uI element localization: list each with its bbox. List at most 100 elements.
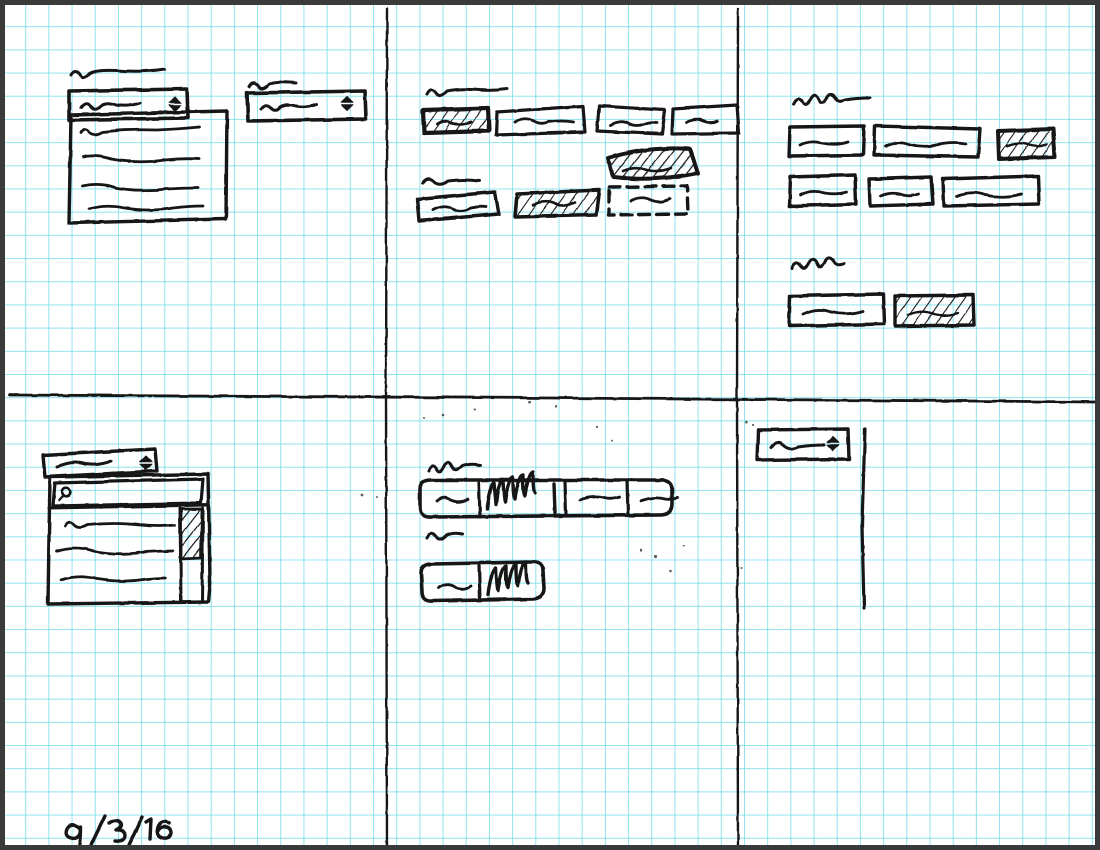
scrollbar-thumb[interactable] [181,508,203,560]
chip-4-label-squiggle [685,117,719,124]
listbox-item[interactable] [69,148,227,173]
result-item-1 [63,520,177,529]
listbox-panel[interactable] [69,120,227,223]
segment-button[interactable] [421,562,480,601]
chip-6-selected [513,188,601,219]
label-squiggle-select-open [69,67,167,80]
listbox-item-2 [81,154,201,164]
tag[interactable] [873,125,981,158]
tag-8-label-squiggle [906,310,960,317]
tag-2 [872,124,982,159]
listbox-item[interactable] [69,173,227,199]
result-item[interactable] [49,566,179,596]
segment2-divider [477,564,482,602]
searchable-select-panel [46,472,212,606]
magnifier-icon[interactable] [59,484,75,502]
segment-button[interactable] [628,479,673,517]
chip-1-selected [420,105,492,136]
segmented-control-1 [418,478,674,519]
select-open-value-squiggle [79,101,142,111]
select-collapsed-box [245,89,368,123]
label-squiggle-segmented-2 [425,531,465,542]
listbox-item-1 [79,125,202,136]
tag-8-selected [893,293,976,328]
searchable-select-control [41,447,159,479]
segment-3-label-squiggle [578,495,622,502]
tag[interactable] [788,293,885,327]
segment-button[interactable] [566,479,628,517]
tag-4 [787,173,858,208]
listbox-panel [67,109,229,225]
chip-6-label-squiggle [531,200,577,207]
chip-1-hatched-fill [423,108,489,133]
segment-divider-2 [563,480,568,517]
search-input-box [51,477,205,508]
segment-4-label-squiggle [639,496,679,503]
chip-1-label-squiggle [435,119,473,126]
tag[interactable] [868,176,934,206]
chip[interactable] [671,104,739,134]
datestamp: 9/8/16 [60,811,170,845]
tag-1 [787,124,866,158]
result-item[interactable] [49,510,179,538]
tag-selected[interactable] [894,294,975,327]
label-squiggle-tag-group-1 [792,92,872,106]
chip-2 [494,104,587,137]
search-input[interactable] [53,478,204,507]
chip-7-label-squiggle [629,196,672,204]
vertical-divider-right [735,7,740,845]
segment2-2-selected-scribble [486,560,530,597]
tag-2-label-squiggle [884,141,968,149]
stepper-updown-icon[interactable] [169,93,191,117]
magnifier-icon [57,486,72,502]
searchable-select-control[interactable] [43,448,158,478]
result-item[interactable] [49,538,179,566]
select-collapsed-value-squiggle [259,102,319,112]
tag-6-label-squiggle [955,191,1023,199]
chip-2-label-squiggle [513,117,576,125]
tag[interactable] [942,175,1040,206]
chip-3 [595,104,667,136]
listbox-item-4 [87,204,205,212]
segment2-1-label-squiggle [437,583,473,591]
label-squiggle-chip-row-1 [425,87,509,98]
select-collapsed[interactable] [247,91,367,121]
chip[interactable] [495,106,585,135]
tag[interactable] [788,174,857,206]
searchable-select-value-squiggle [55,459,113,469]
chip[interactable] [597,105,665,134]
tag-8-hatched-fill [895,295,974,326]
select-open-box [67,87,190,122]
result-item-3 [59,575,167,583]
segment-button[interactable] [420,479,480,517]
ink-speckles [360,400,755,573]
datestamp-ink [64,814,173,845]
label-squiggle-select-collapsed [247,80,298,91]
tag-4-label-squiggle [798,190,849,197]
dragged-chip-ghost[interactable] [606,147,700,183]
segment-button-selected[interactable] [480,479,566,517]
tag-3-selected [996,127,1057,161]
tag-7 [787,292,886,328]
dragged-chip-ghost-fill [608,148,698,179]
tag-selected[interactable] [997,128,1056,160]
scrollbar-thumb-fill [181,509,202,559]
chip[interactable] [417,191,499,222]
tag-5-label-squiggle [879,191,921,198]
dragged-chip-ghost [606,146,700,181]
listbox-item[interactable] [69,124,227,148]
segment-button-selected[interactable] [480,562,544,601]
search-panel-divider [47,503,211,510]
listbox-item[interactable] [69,199,227,223]
segment-divider-1 [477,481,482,519]
chip-selected[interactable] [514,189,600,218]
chip-selected[interactable] [423,108,490,133]
stepper-updown-icon[interactable] [825,434,847,456]
chip-drop-target[interactable] [608,185,689,216]
horizontal-divider [7,393,1095,404]
ink-drawing-layer [7,7,1095,845]
tag-7-label-squiggle [801,308,865,316]
chip-3-label-squiggle [609,120,659,128]
tag[interactable] [789,125,865,156]
